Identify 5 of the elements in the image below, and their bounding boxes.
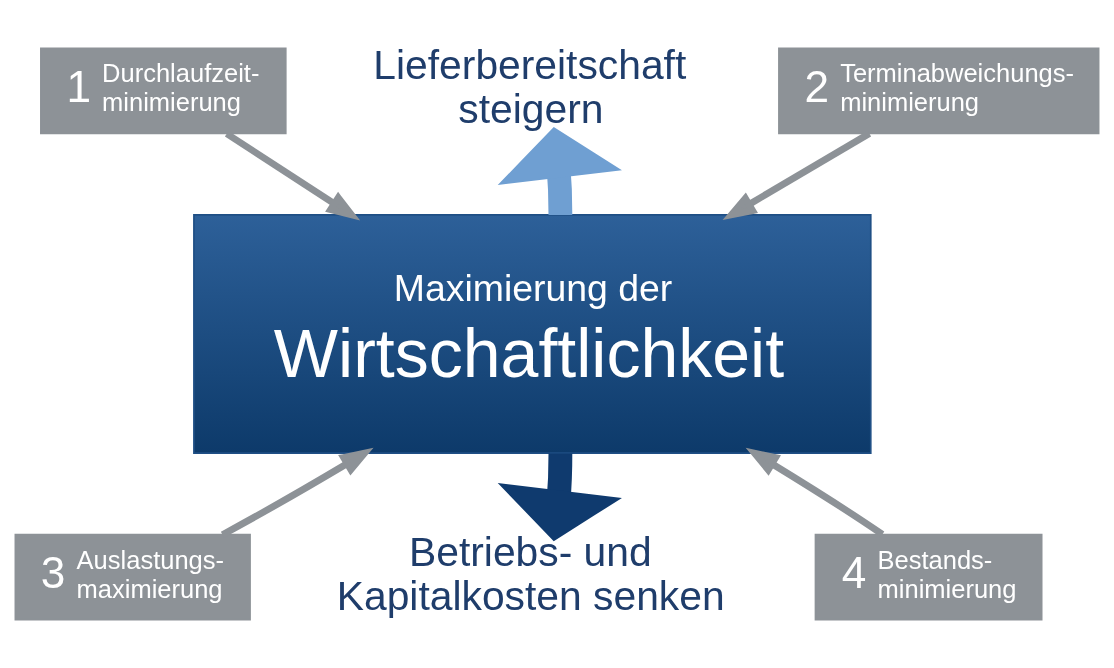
node-text: Lieferbereitschaft steigern [373,42,687,133]
node-box: Maximierung der Wirtschaftlichkeit [193,214,872,454]
arrow [497,126,622,215]
node-text: Betriebs- und Kapitalkosten senken [336,528,725,619]
arrow [497,453,622,542]
